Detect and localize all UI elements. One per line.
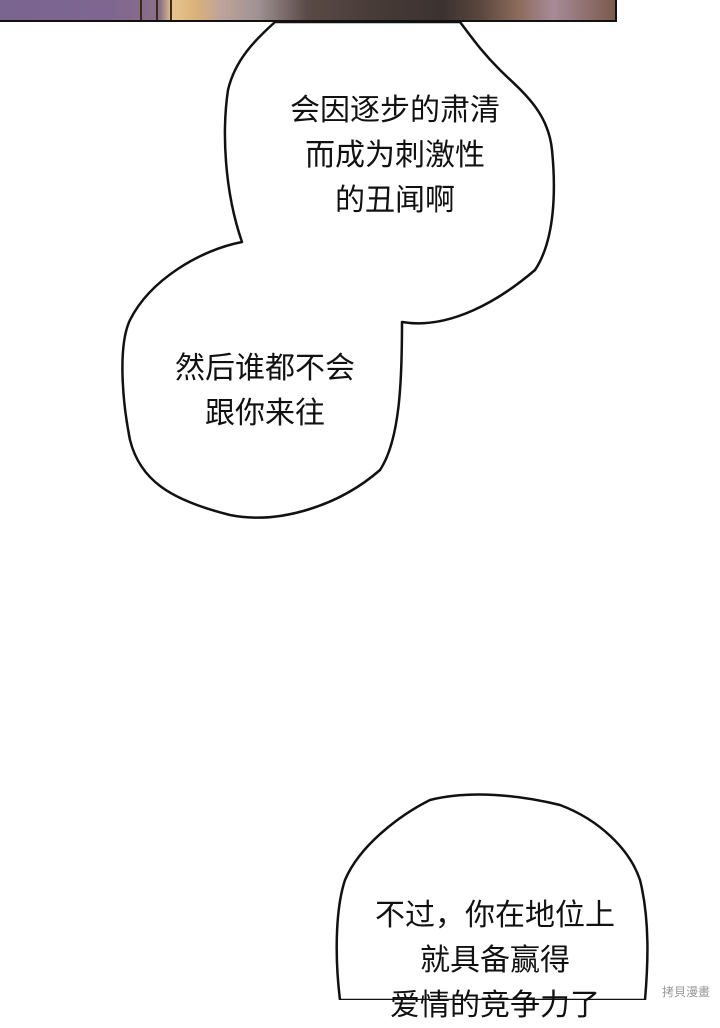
bubble-2-line: 然后谁都不会: [175, 351, 355, 386]
bubble-1-line: 会因逐步的肃清: [290, 93, 500, 128]
bubble-3-line: 就具备赢得: [420, 943, 570, 978]
bubble-1-line: 的丑闻啊: [335, 183, 455, 218]
bubble-1-line: 而成为刺激性: [305, 138, 485, 173]
bubble-2-line: 跟你来往: [205, 396, 325, 431]
bubble-3-text: 不过，你在地位上 就具备赢得 爱情的竞争力了: [345, 893, 645, 1028]
watermark: 拷貝漫畫: [661, 985, 710, 999]
bubble-3-line: 不过，你在地位上: [375, 898, 615, 933]
speech-bubble-3-outline: [335, 793, 649, 1000]
bubble-3-line: 爱情的竞争力了: [390, 988, 600, 1023]
panel-detail: [170, 0, 172, 20]
panel-detail: [140, 0, 142, 20]
speech-bubble-1-outline: [121, 20, 556, 519]
bubble-1-text: 会因逐步的肃清 而成为刺激性 的丑闻啊: [250, 88, 540, 223]
speech-bubbles: [121, 20, 649, 1000]
panel-detail: [156, 0, 158, 20]
bubble-2-text: 然后谁都不会 跟你来往: [140, 346, 390, 436]
